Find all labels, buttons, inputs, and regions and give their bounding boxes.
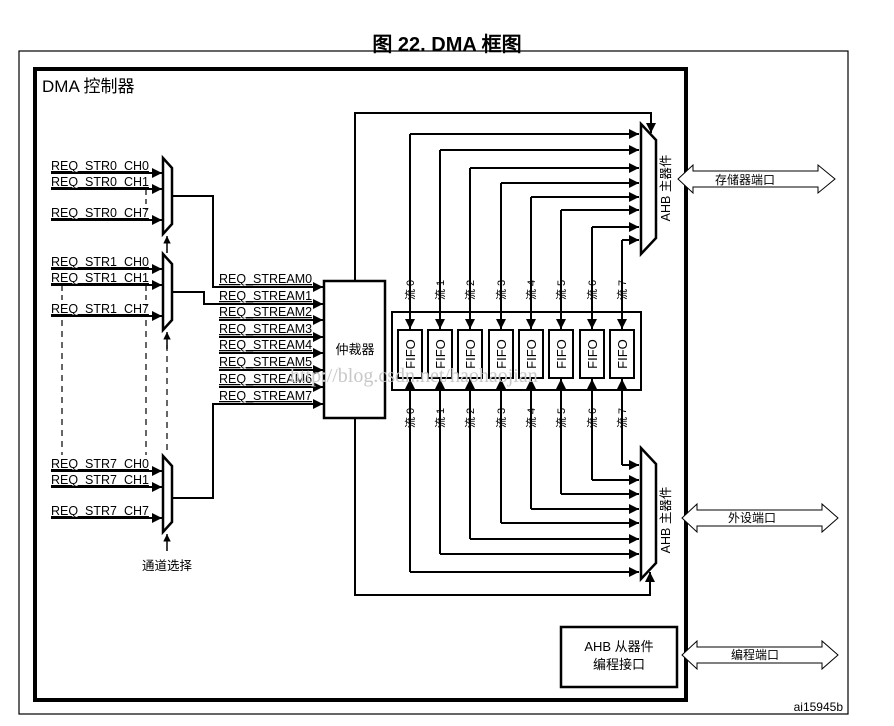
channel-request-label: REQ_STR1_CH1 — [51, 271, 149, 285]
fifo-label: FIFO — [615, 339, 630, 369]
programming-port-arrow — [681, 639, 839, 671]
stream-request-arrow — [172, 195, 323, 292]
stream-request-label: REQ_STREAM4 — [219, 338, 312, 352]
memory-port-arrow — [677, 163, 836, 195]
fifo-box — [427, 329, 453, 379]
stream-request-label: REQ_STREAM7 — [219, 389, 312, 403]
channel-request-label: REQ_STR7_CH1 — [51, 473, 149, 487]
stream-request-label: REQ_STREAM1 — [219, 289, 312, 303]
ahb-layer: AHB 主器件 AHB 主器件 — [354, 112, 673, 596]
channel-request-label: REQ_STR1_CH7 — [51, 302, 149, 316]
channel-mux — [161, 452, 174, 536]
watermark: http://blog.csdn.net/haohaojian — [290, 365, 538, 387]
dma-controller-frame — [33, 67, 688, 702]
stream-request-label: REQ_STREAM6 — [219, 372, 312, 386]
arbiter-layer: 仲裁器 REQ_STREAM0REQ_STREAM1REQ_STREAM2REQ_… — [172, 195, 387, 499]
ahb-slave-box — [559, 625, 679, 689]
channel-request-label: REQ_STR0_CH7 — [51, 206, 149, 220]
channel-request-label: REQ_STR0_CH1 — [51, 175, 149, 189]
ahb-master-peripheral — [639, 444, 658, 583]
arbiter-to-memory-master — [354, 112, 656, 281]
ahb-master-label-top: AHB 主器件 — [659, 155, 673, 222]
fifo-box — [609, 329, 635, 379]
stream-request-label: REQ_STREAM3 — [219, 322, 312, 336]
stream-request-label: REQ_STREAM5 — [219, 355, 312, 369]
fifo-box — [457, 329, 483, 379]
memory-port-label: 存储器端口 — [715, 172, 775, 187]
arbiter-to-peripheral-master — [354, 418, 655, 596]
fifo-box — [488, 329, 514, 379]
channel-select-label: 通道选择 — [142, 559, 193, 573]
ahb-master-memory — [639, 120, 658, 258]
arbiter-label: 仲裁器 — [335, 342, 374, 357]
channel-mux — [161, 154, 174, 238]
stream-request-arrow — [172, 291, 323, 309]
fifo-box — [397, 329, 423, 379]
stream-request-label: REQ_STREAM0 — [219, 272, 312, 286]
controller-title: DMA 控制器 — [42, 77, 135, 96]
channel-request-label: REQ_STR7_CH7 — [51, 504, 149, 518]
stream-request-label: REQ_STREAM2 — [219, 305, 312, 319]
programming-port-label: 编程端口 — [731, 647, 779, 662]
peripheral-port: 外设端口 — [681, 502, 839, 534]
channel-mux-layer: REQ_STR0_CH0REQ_STR0_CH1REQ_STR0_CH7REQ_… — [51, 154, 193, 573]
outer-frame — [18, 50, 849, 715]
ahb-master-label-bottom: AHB 主器件 — [659, 487, 673, 554]
ahb-slave-line1: AHB 从器件 — [584, 639, 653, 654]
fifo-label: FIFO — [433, 339, 448, 369]
fifo-box — [579, 329, 605, 379]
peripheral-port-label: 外设端口 — [728, 511, 776, 525]
channel-request-label: REQ_STR1_CH0 — [51, 255, 149, 269]
programming-port: 编程端口 — [681, 639, 839, 671]
channel-request-label: REQ_STR0_CH0 — [51, 159, 149, 173]
channel-request-label: REQ_STR7_CH0 — [51, 457, 149, 471]
fifo-box — [548, 329, 574, 379]
fifo-label: FIFO — [554, 339, 569, 369]
figure-id: ai15945b — [794, 700, 844, 714]
ahb-slave-line2: 编程接口 — [593, 657, 645, 672]
peripheral-port-arrow — [681, 502, 839, 534]
memory-port: 存储器端口 — [677, 163, 836, 195]
fifo-label: FIFO — [463, 339, 478, 369]
fifo-label: FIFO — [524, 339, 539, 369]
fifo-label: FIFO — [403, 339, 418, 369]
stream-request-arrow — [172, 399, 323, 499]
fifo-box — [518, 329, 544, 379]
fifo-label: FIFO — [585, 339, 600, 369]
channel-mux — [161, 250, 174, 334]
fifo-label: FIFO — [494, 339, 509, 369]
